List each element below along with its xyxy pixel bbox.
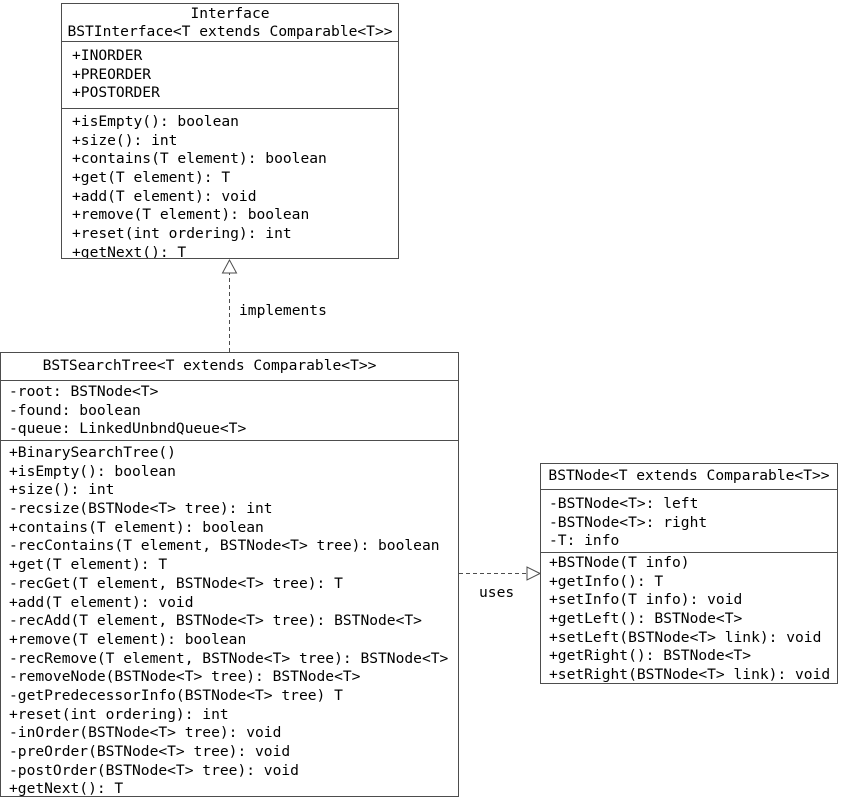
field-line: -BSTNode<T>: left <box>549 495 699 512</box>
title-compartment: Interface BSTInterface<T extends Compara… <box>62 4 398 41</box>
method-line: -recsize(BSTNode<T> tree): int <box>9 500 273 518</box>
method-line: +isEmpty(): boolean <box>72 113 239 130</box>
method-line: +add(T element): void <box>72 187 257 205</box>
class-box-bstsearchtree: BSTSearchTree<T extends Comparable<T>> -… <box>0 352 459 797</box>
field-line: +PREORDER <box>72 65 152 83</box>
methods-compartment: +isEmpty(): boolean+size(): int+contains… <box>62 108 398 258</box>
method-line: -preOrder(BSTNode<T> tree): void <box>9 743 291 760</box>
class-box-bstinterface: Interface BSTInterface<T extends Compara… <box>61 3 399 259</box>
fields-compartment: +INORDER+PREORDER+POSTORDER <box>62 41 398 108</box>
field-line: -T: info <box>549 532 620 550</box>
title-compartment: BSTSearchTree<T extends Comparable<T>> <box>1 353 458 380</box>
method-line: -inOrder(BSTNode<T> tree): void <box>9 724 282 742</box>
fields-compartment: -BSTNode<T>: left-BSTNode<T>: right-T: i… <box>541 489 837 552</box>
uses-edge-label: uses <box>479 584 515 602</box>
method-line: -removeNode(BSTNode<T> tree): BSTNode<T> <box>9 668 361 686</box>
method-line: +getNext(): T <box>72 243 187 258</box>
method-line: +get(T element): T <box>9 556 168 574</box>
class-box-bstnode: BSTNode<T extends Comparable<T>> -BSTNod… <box>540 463 838 684</box>
method-line: +remove(T element): boolean <box>9 630 247 648</box>
field-line: +POSTORDER <box>72 84 160 102</box>
method-line: +size(): int <box>72 131 178 149</box>
method-line: +getLeft(): BSTNode<T> <box>549 610 743 628</box>
method-line: +contains(T element): boolean <box>9 518 264 536</box>
field-line: +INORDER <box>72 47 143 64</box>
method-line: +reset(int ordering): int <box>9 705 229 723</box>
method-line: -recAdd(T element, BSTNode<T> tree): BST… <box>9 612 422 630</box>
implements-edge-label: implements <box>239 302 327 320</box>
method-line: +contains(T element): boolean <box>72 150 327 168</box>
fields-compartment: -root: BSTNode<T>-found: boolean-queue: … <box>1 380 458 440</box>
method-line: +get(T element): T <box>72 169 231 187</box>
method-line: -recContains(T element, BSTNode<T> tree)… <box>9 537 440 555</box>
title-compartment: BSTNode<T extends Comparable<T>> <box>541 464 837 489</box>
field-line: -queue: LinkedUnbndQueue<T> <box>9 420 247 438</box>
class-name: BSTNode<T extends Comparable<T>> <box>548 467 830 484</box>
method-line: -getPredecessorInfo(BSTNode<T> tree) T <box>9 686 343 704</box>
method-line: +size(): int <box>9 481 115 499</box>
method-line: +reset(int ordering): int <box>72 225 292 243</box>
method-line: -recRemove(T element, BSTNode<T> tree): … <box>9 649 449 667</box>
method-line: +setInfo(T info): void <box>549 591 743 609</box>
method-line: +isEmpty(): boolean <box>9 462 176 480</box>
implements-arrow <box>221 258 238 352</box>
method-line: -postOrder(BSTNode<T> tree): void <box>9 761 299 779</box>
method-line: +getNext(): T <box>9 780 124 796</box>
class-stereotype: Interface <box>190 5 270 22</box>
method-line: +getInfo(): T <box>549 572 664 590</box>
methods-compartment: +BSTNode(T info)+getInfo(): T+setInfo(T … <box>541 552 837 683</box>
field-line: -root: BSTNode<T> <box>9 383 159 400</box>
field-line: -BSTNode<T>: right <box>549 513 708 531</box>
uses-triangle-arrowhead-icon <box>526 566 542 581</box>
field-line: -found: boolean <box>9 401 141 419</box>
method-line: -recGet(T element, BSTNode<T> tree): T <box>9 574 343 592</box>
method-line: +add(T element): void <box>9 593 194 611</box>
method-line: +setRight(BSTNode<T> link): void <box>549 666 831 683</box>
method-line: +remove(T element): boolean <box>72 206 310 224</box>
method-line: +getRight(): BSTNode<T> <box>549 647 752 665</box>
class-name: BSTInterface<T extends Comparable<T>> <box>67 23 393 40</box>
methods-compartment: +BinarySearchTree()+isEmpty(): boolean+s… <box>1 440 458 796</box>
method-line: +setLeft(BSTNode<T> link): void <box>549 628 822 646</box>
class-name: BSTSearchTree<T extends Comparable<T>> <box>42 357 377 374</box>
uses-arrow <box>459 566 542 581</box>
method-line: +BSTNode(T info) <box>549 554 690 571</box>
implements-triangle-arrowhead-icon <box>221 258 238 274</box>
method-line: +BinarySearchTree() <box>9 444 176 461</box>
